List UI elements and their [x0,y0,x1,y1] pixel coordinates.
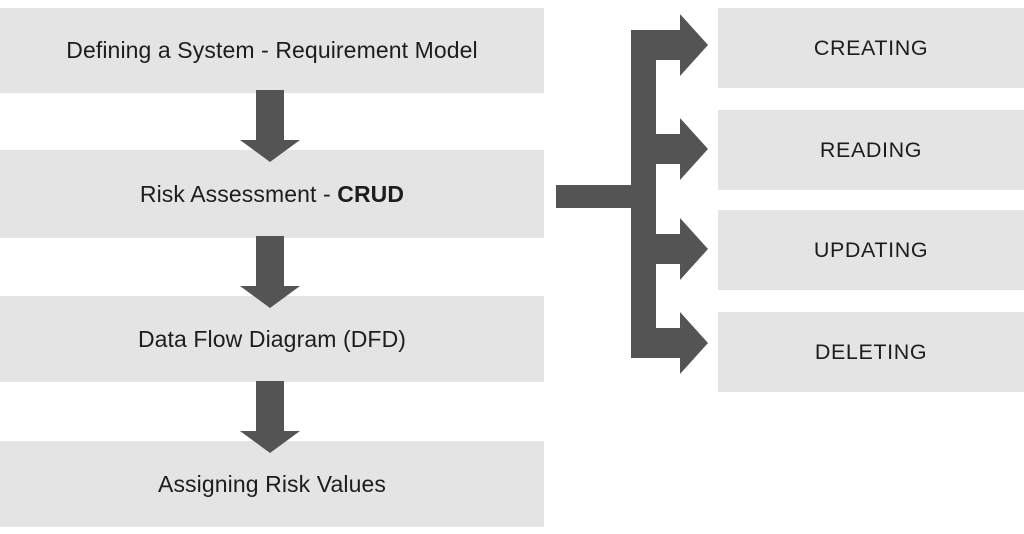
branch-arrow-icon-creating [631,14,708,76]
crud-box-reading: READING [718,110,1024,190]
crud-box-creating: CREATING [718,8,1024,88]
branch-arrow-icon-deleting [631,312,708,374]
process-step-box-2: Risk Assessment - CRUD [0,150,544,238]
process-step-box-1: Defining a System - Requirement Model [0,8,544,93]
branch-stem [556,185,634,208]
process-step-label-2-prefix: Risk Assessment - [139,180,338,207]
crud-label-updating: UPDATING [813,237,929,262]
process-step-box-4: Assigning Risk Values [0,441,544,527]
process-step-label-3: Data Flow Diagram (DFD) [137,325,407,352]
branch-arrow-icon-reading [652,118,708,180]
process-step-label-2: Risk Assessment - CRUD [140,181,404,208]
crud-label-reading: READING [819,137,923,162]
process-step-label-4: Assigning Risk Values [158,470,386,497]
crud-label-deleting: DELETING [814,339,928,364]
process-step-label-2-emphasis: CRUD [337,180,405,207]
crud-box-updating: UPDATING [718,210,1024,290]
crud-label-creating: CREATING [813,35,929,60]
branch-arrow-icon-updating [652,218,708,280]
crud-box-deleting: DELETING [718,312,1024,392]
process-step-box-3: Data Flow Diagram (DFD) [0,296,544,382]
branch-trunk [631,30,656,358]
process-step-label-1: Defining a System - Requirement Model [66,37,478,63]
